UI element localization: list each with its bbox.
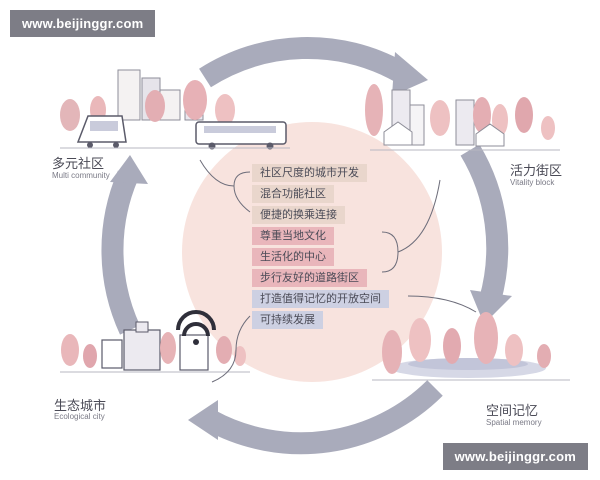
tag-mixed-function-community: 混合功能社区: [252, 185, 334, 203]
arc-right: [460, 144, 509, 304]
arrowhead-left: [110, 155, 148, 184]
spatial-memory-illustration: [372, 312, 570, 381]
node-multi-community-zh: 多元社区: [52, 157, 105, 172]
connector-to-multi: [199, 159, 235, 187]
ecological-city-illustration: [60, 310, 250, 373]
tag-walk-friendly-streets: 步行友好的道路街区: [252, 269, 367, 287]
node-spatial-memory-zh: 空间记忆: [486, 404, 539, 419]
connector-lines: [199, 159, 477, 383]
node-ecological-city-zh: 生态城市: [54, 399, 107, 414]
arc-bottom: [204, 380, 443, 455]
tag-sustainable-development: 可持续发展: [252, 311, 323, 329]
vitality-block-illustration: [365, 84, 560, 151]
connector-to-vitality: [397, 179, 441, 253]
tag-community-scale-development: 社区尺度的城市开发: [252, 164, 367, 182]
node-multi-community-en: Multi community: [52, 171, 110, 180]
connector-to-spatial: [407, 295, 477, 313]
multi-community-illustration: [60, 69, 290, 150]
node-vitality-block-zh: 活力街区: [510, 164, 563, 179]
watermark-top: www.beijinggr.com: [10, 10, 156, 37]
connector-to-eco: [211, 315, 251, 383]
watermark-bottom: www.beijinggr.com: [442, 443, 588, 470]
tag-everyday-life-center: 生活化的中心: [252, 248, 334, 266]
arc-top: [199, 37, 406, 88]
tag-convenient-transfer: 便捷的换乘连接: [252, 206, 345, 224]
node-spatial-memory-en: Spatial memory: [486, 418, 542, 427]
node-ecological-city-en: Ecological city: [54, 412, 105, 421]
node-vitality-block-en: Vitality block: [510, 178, 555, 187]
arrowhead-bottom: [188, 400, 218, 440]
arc-left: [101, 170, 141, 335]
tag-respect-local-culture: 尊重当地文化: [252, 227, 334, 245]
arrowhead-top: [392, 52, 428, 96]
tag-memorable-open-space: 打造值得记忆的开放空间: [252, 290, 389, 308]
cycle-ring: [101, 37, 509, 455]
